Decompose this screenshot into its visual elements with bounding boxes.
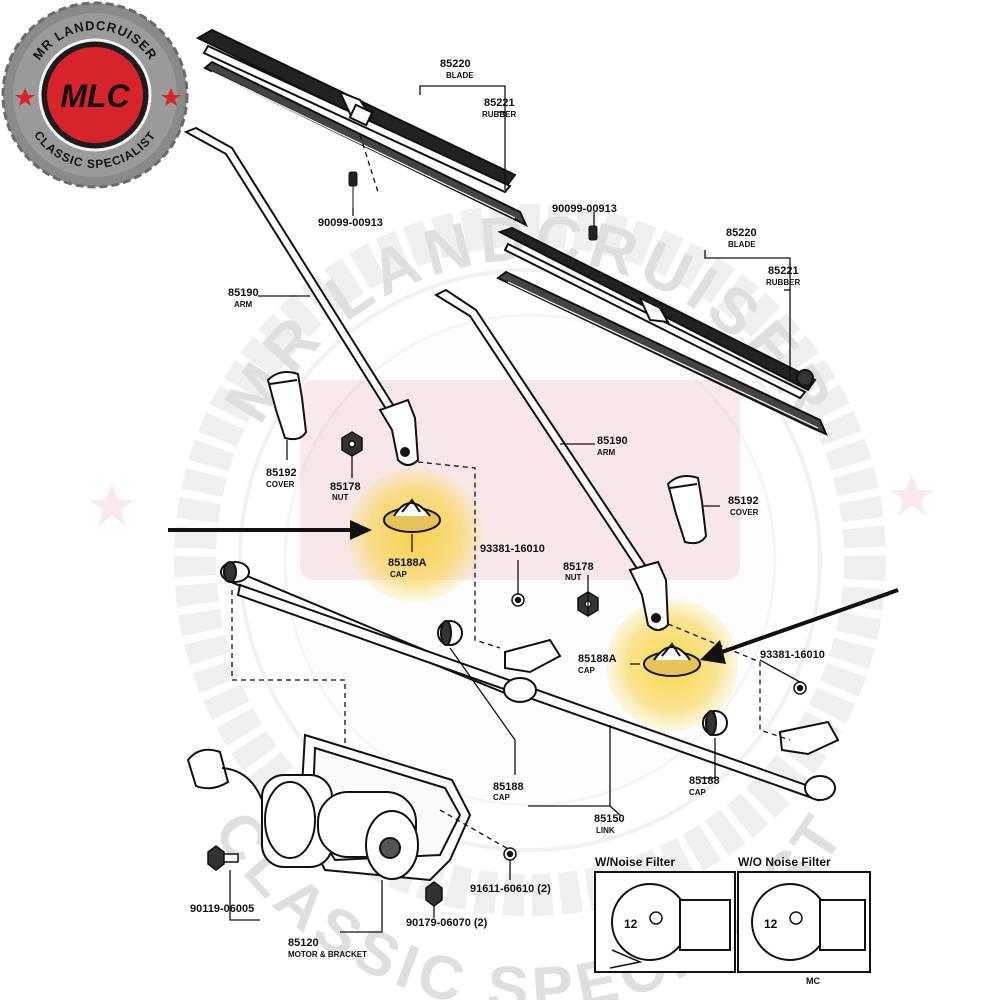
label-screw-top-num: 90099-00913 xyxy=(318,217,383,229)
arm-right xyxy=(433,288,670,631)
highlight-cap-left xyxy=(348,468,482,602)
label-cover-left-name: COVER xyxy=(266,480,295,489)
label-arm-left-name: ARM xyxy=(234,300,253,309)
screw-top-left xyxy=(348,171,358,208)
motor-bracket xyxy=(186,733,472,882)
label-motor-name: MOTOR & BRACKET xyxy=(288,950,367,959)
nut-motor xyxy=(425,881,443,907)
washer-motor xyxy=(503,847,517,861)
watermark-star-right-icon xyxy=(890,475,934,516)
logo-star-left-icon xyxy=(15,88,35,106)
label-cap-a-right-name: CAP xyxy=(578,666,596,675)
cap-a-left xyxy=(383,498,441,533)
label-rubber-right-name: RUBBER xyxy=(766,278,800,287)
logo-star-right-icon xyxy=(161,88,181,106)
label-link-name: LINK xyxy=(596,826,615,835)
label-washer-motor-num: 91611-60610 (2) xyxy=(470,883,551,895)
label-arm-right-num: 85190 xyxy=(597,435,628,447)
blade-top-left xyxy=(195,28,517,194)
inset-without-noise-filter: W/O Noise Filter 12 MC xyxy=(737,855,871,986)
label-cover-left-num: 85192 xyxy=(266,467,297,479)
label-cap-right-name: CAP xyxy=(689,788,707,797)
watermark-star-left-icon xyxy=(90,485,134,526)
inset-with-filter-pin: 12 xyxy=(624,917,638,931)
washer-left xyxy=(511,593,525,607)
rubber-right xyxy=(496,270,828,436)
label-motor-num: 85120 xyxy=(288,937,319,949)
blade-right xyxy=(497,226,817,400)
arrow-right-icon xyxy=(700,588,899,664)
label-cover-right-name: COVER xyxy=(730,508,759,517)
inset-with-filter-title: W/Noise Filter xyxy=(595,855,675,869)
leader-lines xyxy=(229,85,801,933)
cap-a-right xyxy=(643,642,701,677)
inset-without-filter-title: W/O Noise Filter xyxy=(738,855,831,869)
label-link-num: 85150 xyxy=(594,813,625,825)
label-cap-left-num: 85188 xyxy=(493,781,524,793)
inset-without-filter-pin: 12 xyxy=(764,917,778,931)
label-blade-right-name: BLADE xyxy=(728,240,756,249)
label-cap-right-num: 85188 xyxy=(689,775,720,787)
label-nut-right-num: 85178 xyxy=(563,561,594,573)
label-cap-left-name: CAP xyxy=(493,793,511,802)
brand-logo: MR LANDCRUISER CLASSIC SPECIALIST MLC xyxy=(1,1,189,189)
label-blade-top-num: 85220 xyxy=(440,58,471,70)
label-rubber-top-num: 85221 xyxy=(484,97,515,109)
washer-right xyxy=(793,681,807,695)
label-blade-right-num: 85220 xyxy=(726,227,757,239)
label-cap-a-left-name: CAP xyxy=(390,570,408,579)
screw-right xyxy=(588,225,598,241)
logo-monogram: MLC xyxy=(60,78,130,114)
arm-left xyxy=(183,126,420,466)
label-nut-right-name: NUT xyxy=(565,573,582,582)
label-screw-right-num: 90099-00913 xyxy=(552,203,617,215)
label-nut-motor-num: 90179-06070 (2) xyxy=(406,917,488,929)
label-rubber-top-name: RUBBER xyxy=(482,110,516,119)
label-arm-left-num: 85190 xyxy=(228,287,259,299)
inset-with-noise-filter: W/Noise Filter 12 xyxy=(594,855,736,973)
label-cover-right-num: 85192 xyxy=(728,495,759,507)
label-arm-right-name: ARM xyxy=(597,448,616,457)
arrow-left-icon xyxy=(168,520,372,540)
link-assembly xyxy=(220,561,840,802)
dashed-lines xyxy=(231,134,791,851)
part-labels: 85220 BLADE 85221 RUBBER 90099-00913 900… xyxy=(190,58,825,959)
label-blade-top-name: BLADE xyxy=(446,71,474,80)
label-cap-a-left-num: 85188A xyxy=(388,557,427,569)
label-bolt-num: 90119-06005 xyxy=(190,903,254,915)
bolt-motor xyxy=(207,845,239,871)
label-cap-a-right-num: 85188A xyxy=(578,653,617,665)
cover-right xyxy=(666,475,708,545)
nut-left xyxy=(341,431,363,457)
label-washer-left-num: 93381-16010 xyxy=(480,543,545,555)
label-nut-left-name: NUT xyxy=(332,493,349,502)
inset-code: MC xyxy=(806,976,820,986)
label-rubber-right-num: 85221 xyxy=(768,265,799,277)
label-nut-left-num: 85178 xyxy=(330,481,361,493)
label-washer-right-num: 93381-16010 xyxy=(760,649,825,661)
cover-left xyxy=(266,371,308,441)
